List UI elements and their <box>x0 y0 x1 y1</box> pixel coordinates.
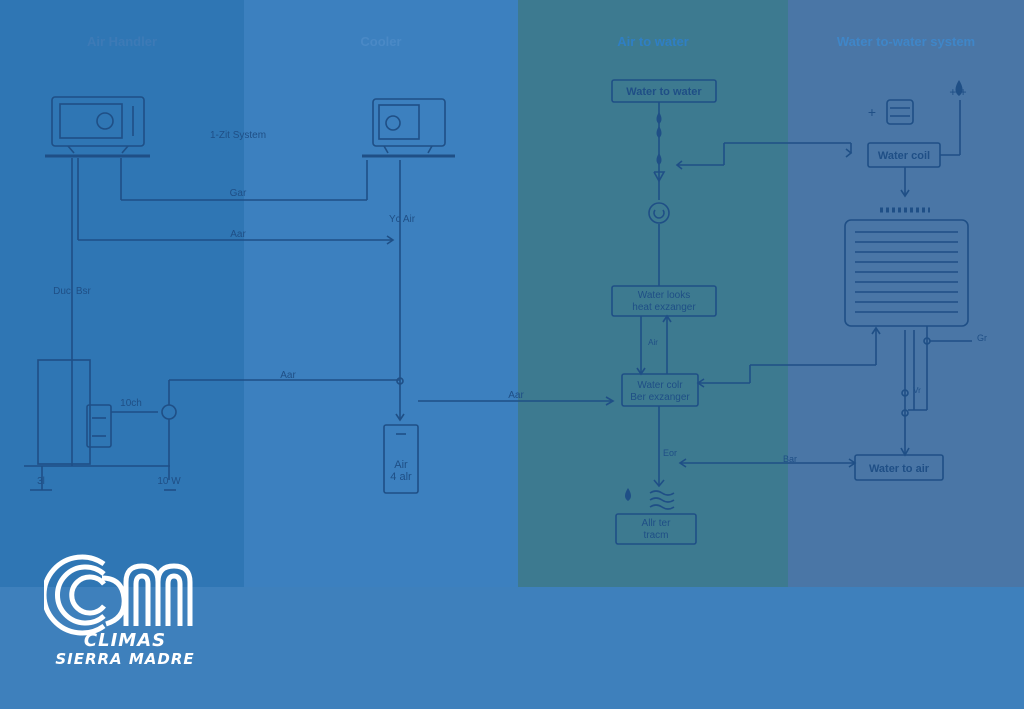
box-boiler-2: tracm <box>644 530 669 541</box>
valve-icon <box>86 379 400 491</box>
label-gr: Gr <box>977 333 987 343</box>
label-air-mid: Aar <box>230 229 246 240</box>
label-air-small: Air <box>648 338 658 347</box>
box-water-to-water: Water to water <box>626 86 702 98</box>
box-water-coil-center-2: Ber exzanger <box>630 392 690 403</box>
logo-text-line1: CLIMAS <box>83 630 167 651</box>
water-drop-icon <box>656 112 662 124</box>
tank-icon <box>383 424 419 494</box>
box-boiler-1: Allr ter <box>642 518 672 529</box>
column-air-handler <box>0 0 244 587</box>
label-duct-size: Ducl Bsr <box>53 286 91 297</box>
label-yc-air: Yc Air <box>389 214 416 225</box>
label-tank-1: Air <box>394 459 408 471</box>
label-tank-2: 4 alr <box>390 471 412 483</box>
column-title-cooler: Cooler <box>360 34 402 49</box>
air-handler-unit-icon <box>45 96 150 158</box>
label-ground-a: 3l <box>37 476 45 487</box>
column-water-to-water <box>788 0 1024 587</box>
label-air-right: Aar <box>508 390 524 401</box>
label-split-system: 1-Zit System <box>210 130 266 141</box>
symbol-plus-right: + + <box>949 85 966 99</box>
label-inch: 10ch <box>120 398 142 409</box>
label-vr: Vr <box>913 386 921 395</box>
box-heat-exchanger-2: heat exzanger <box>632 302 696 313</box>
box-heat-exchanger-1: Water looks <box>638 290 690 301</box>
radiator-icon <box>844 207 969 327</box>
label-air-low: Aar <box>280 370 296 381</box>
label-bar-mid: Eor <box>663 448 677 458</box>
label-ground-b: 10 W <box>157 476 181 487</box>
cooler-unit-icon <box>362 98 455 158</box>
water-drop-icon-right <box>955 80 963 96</box>
box-water-coil-center-1: Water colr <box>637 380 683 391</box>
column-title-water-to-water: Water to-water system <box>836 34 976 49</box>
footer-band <box>0 587 1024 709</box>
column-cooler <box>244 0 518 587</box>
column-air-to-water <box>518 0 788 587</box>
logo-text-line2: SIERRA MADRE <box>55 650 195 668</box>
box-water-to-air: Water to air <box>869 463 930 475</box>
label-bar-right: Bar <box>783 454 797 464</box>
company-logo <box>44 554 193 636</box>
flow-diagram: 1-Zit System Gar Aar Yc Air Ducl Bsr Aar… <box>24 79 987 545</box>
column-title-air-to-water: Air to water <box>617 34 689 49</box>
label-air-top: Gar <box>230 188 247 199</box>
box-water-coil-right: Water coil <box>878 150 930 162</box>
symbol-plus-left: + <box>868 104 876 120</box>
column-title-air-handler: Air Handler <box>86 34 158 49</box>
